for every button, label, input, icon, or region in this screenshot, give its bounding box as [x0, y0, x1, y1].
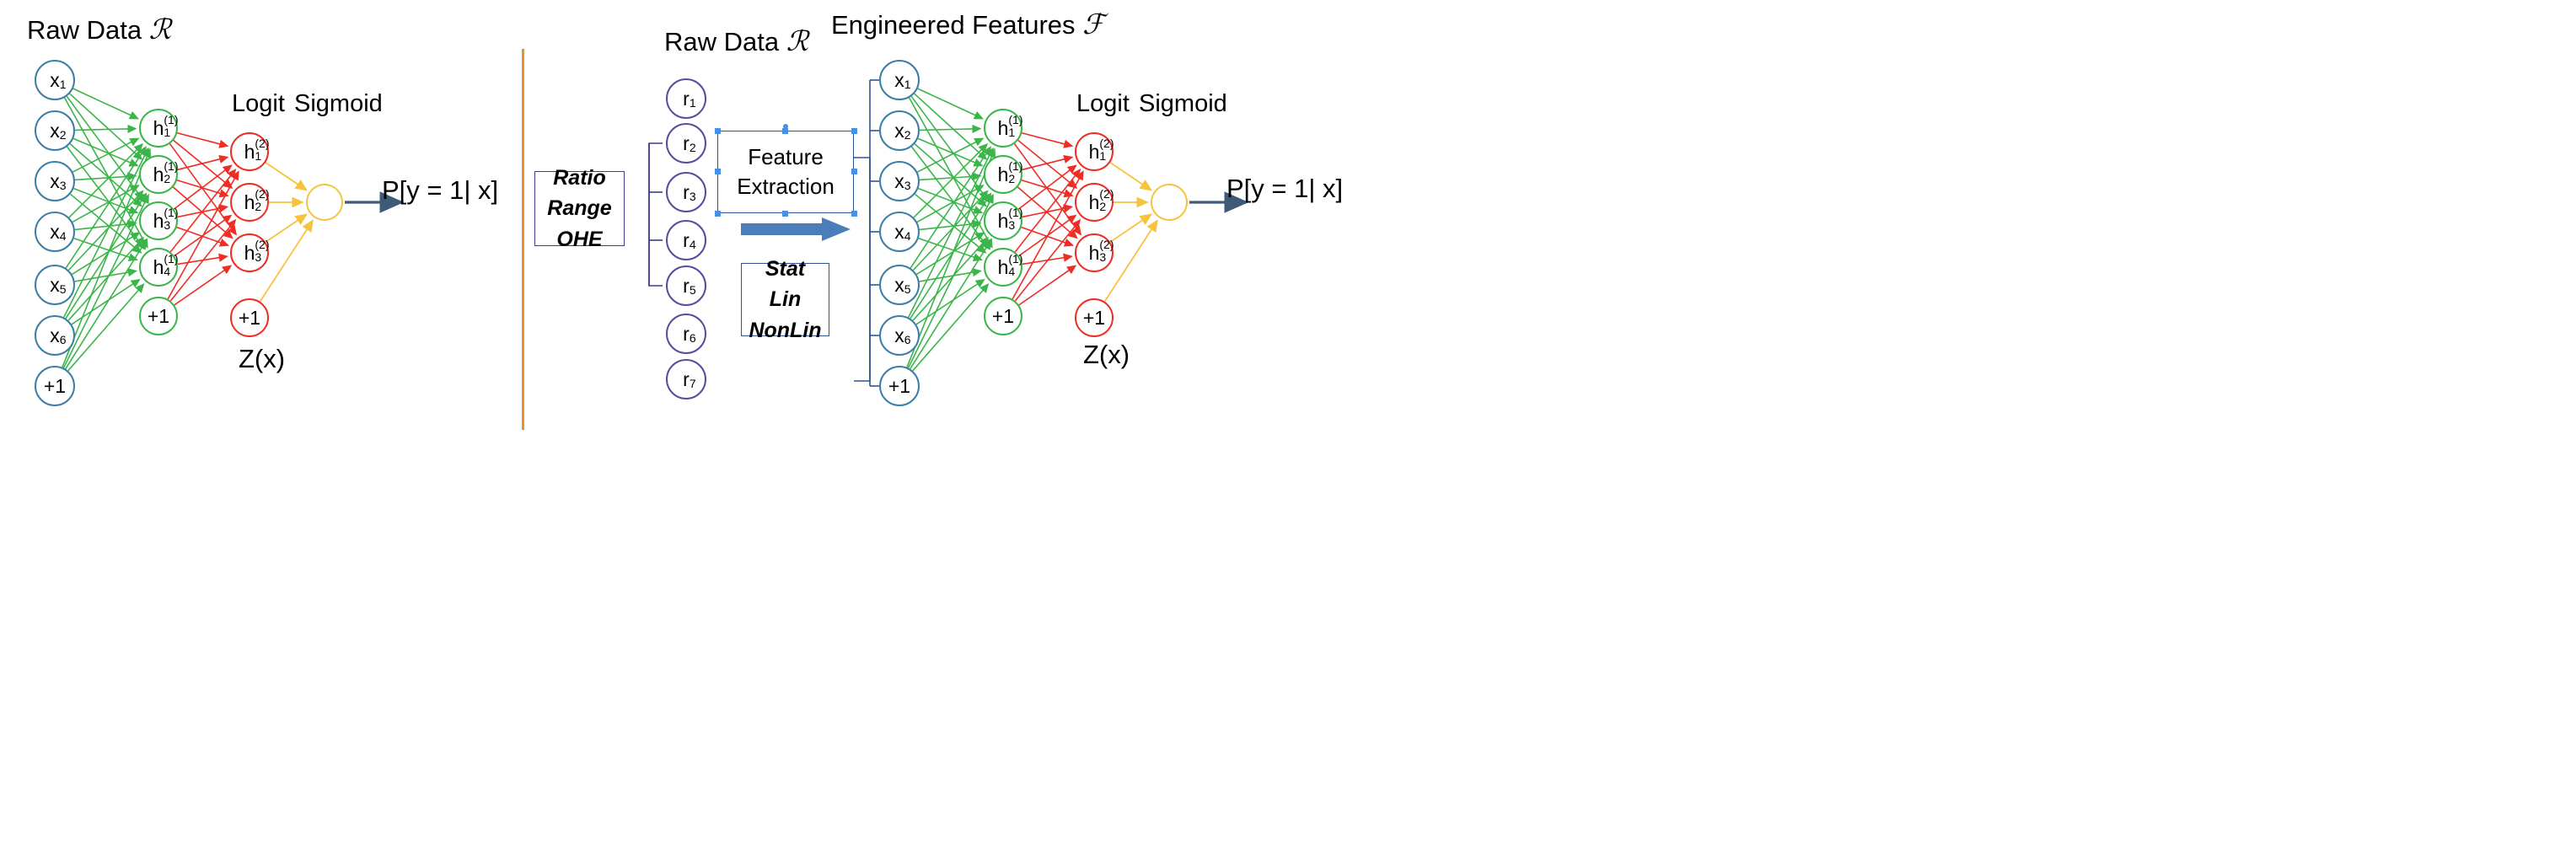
calligraphic-F-icon: ℱ — [1082, 8, 1105, 40]
right-feature-node-plus1: +1 — [879, 366, 920, 406]
right-raw-data-header: Raw Data ℛ — [664, 24, 809, 57]
selection-handle-br[interactable] — [851, 211, 857, 217]
methods-box-line-1: Stat — [765, 257, 806, 282]
left-sigmoid-label: Sigmoid — [294, 90, 383, 117]
right-hidden2-node-1: +1 — [1075, 298, 1114, 337]
vertical-divider — [522, 49, 524, 430]
selection-handle-ml[interactable] — [715, 169, 721, 174]
transform-box-line-2: Range — [547, 196, 612, 221]
calligraphic-R-icon: ℛ — [786, 24, 809, 57]
selection-handle-bc[interactable] — [782, 211, 788, 217]
feature-extraction-line-1: Feature — [748, 143, 824, 169]
left-output-label: P[y = 1| x] — [382, 175, 499, 205]
right-output-label: P[y = 1| x] — [1226, 174, 1344, 203]
block-arrow-right-icon — [741, 217, 851, 241]
right-sigmoid-label: Sigmoid — [1139, 90, 1227, 117]
left-raw-data-header: Raw Data ℛ — [27, 13, 172, 46]
methods-box-line-2: Lin — [769, 287, 802, 312]
left-sigmoid-node — [306, 184, 343, 221]
selection-handle-tr[interactable] — [851, 128, 857, 134]
calligraphic-R-icon: ℛ — [148, 13, 172, 46]
selection-handle-mr[interactable] — [851, 169, 857, 174]
right-z-label: Z(x) — [1083, 340, 1130, 369]
selection-handle-tl[interactable] — [715, 128, 721, 134]
left-hidden1-node-1: +1 — [139, 297, 178, 335]
selection-handle-tc[interactable] — [782, 128, 788, 134]
left-logit-label: Logit — [232, 90, 285, 117]
left-z-label: Z(x) — [239, 344, 286, 373]
methods-box-line-3: NonLin — [749, 318, 822, 342]
right-sigmoid-node — [1151, 184, 1188, 221]
transform-box-line-3: OHE — [556, 227, 603, 251]
feature-extraction-line-2: Extraction — [737, 174, 835, 199]
rotation-handle[interactable] — [783, 124, 788, 129]
left-hidden2-node-1: +1 — [230, 298, 269, 337]
engineered-features-header: Engineered Features ℱ — [831, 8, 1105, 40]
right-hidden1-node-1: +1 — [984, 297, 1022, 335]
left-input-node-plus1: +1 — [35, 366, 75, 406]
selection-handle-bl[interactable] — [715, 211, 721, 217]
right-logit-label: Logit — [1076, 90, 1130, 117]
transform-box-line-1: Ratio — [553, 166, 606, 190]
